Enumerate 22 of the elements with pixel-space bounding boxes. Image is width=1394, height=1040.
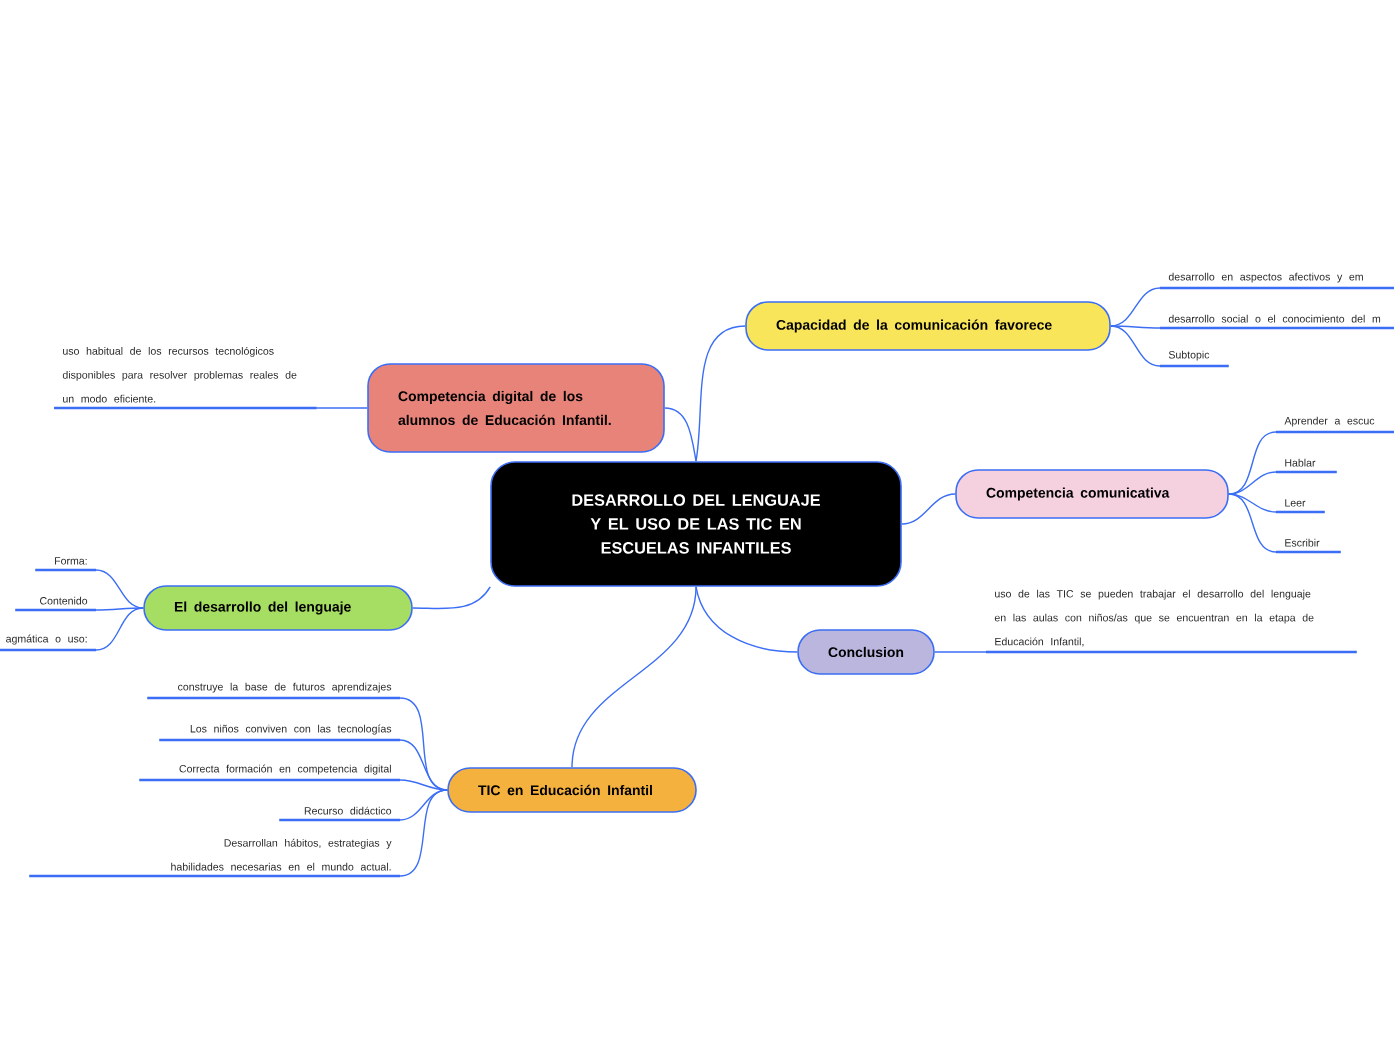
central-topic-box: DESARROLLO DEL LENGUAJE Y EL USO DE LAS TIC EN ESCUELAS INFANTILES bbox=[490, 461, 902, 587]
connector bbox=[316, 407, 368, 409]
connector bbox=[934, 651, 987, 653]
connector bbox=[399, 789, 448, 877]
connector bbox=[1110, 287, 1161, 327]
connector bbox=[412, 586, 491, 610]
connector bbox=[1228, 471, 1277, 495]
connector bbox=[1228, 431, 1277, 495]
connector bbox=[664, 407, 697, 462]
connector bbox=[95, 607, 144, 651]
connector bbox=[1110, 325, 1161, 329]
connector bbox=[695, 325, 746, 462]
connector bbox=[571, 586, 697, 768]
connector bbox=[399, 779, 448, 791]
connector bbox=[1228, 493, 1277, 553]
connector bbox=[901, 493, 956, 525]
connector bbox=[95, 607, 144, 611]
connector bbox=[95, 569, 144, 609]
connector bbox=[695, 586, 798, 653]
connector bbox=[399, 789, 448, 821]
connector bbox=[399, 739, 448, 791]
connector bbox=[1110, 325, 1161, 367]
